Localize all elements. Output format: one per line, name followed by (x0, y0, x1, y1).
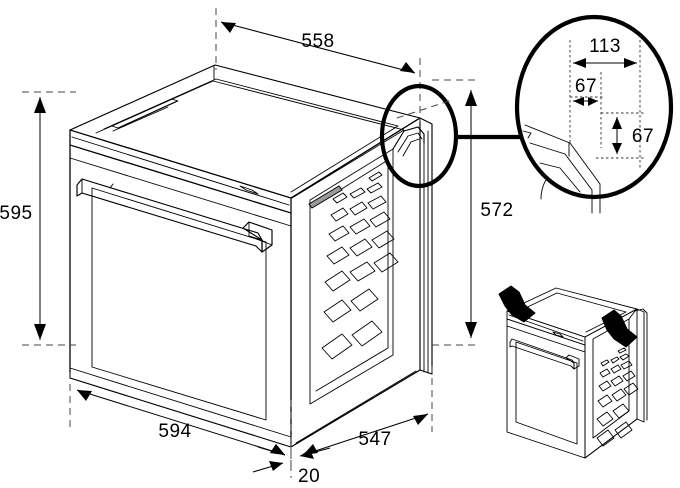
detail-dimension-67-height: 67 (612, 117, 654, 154)
inset-control-buttons (596, 347, 639, 447)
dimension-572: 572 (432, 79, 513, 346)
detail-corner-geometry (522, 124, 601, 214)
detail-label-67-width: 67 (575, 76, 597, 97)
dimension-594: 594 (69, 372, 292, 470)
insertion-arrow-right (601, 309, 638, 348)
dimension-595: 595 (0, 91, 76, 346)
side-accent-strip (308, 185, 343, 209)
dimension-label-572: 572 (480, 200, 513, 221)
inset-oven-view (498, 285, 648, 459)
detail-label-113: 113 (589, 36, 621, 57)
detail-callout-circle: 113 67 67 (514, 14, 674, 214)
dimension-label-558: 558 (301, 31, 334, 52)
dimension-558: 558 (215, 8, 421, 122)
dimension-label-595: 595 (0, 203, 33, 224)
dimension-label-594: 594 (158, 421, 191, 442)
detail-dimension-113: 113 (573, 36, 637, 68)
detail-dimension-67-width: 67 (573, 76, 598, 106)
main-oven-view (69, 64, 433, 448)
control-panel-buttons (321, 171, 399, 360)
dimension-label-20: 20 (298, 466, 320, 487)
detail-construction-lines (569, 40, 645, 170)
dimension-20: 20 (252, 440, 331, 487)
insertion-arrow-left (498, 285, 536, 323)
detail-label-67-height: 67 (632, 126, 654, 147)
dimension-label-547: 547 (358, 429, 391, 450)
